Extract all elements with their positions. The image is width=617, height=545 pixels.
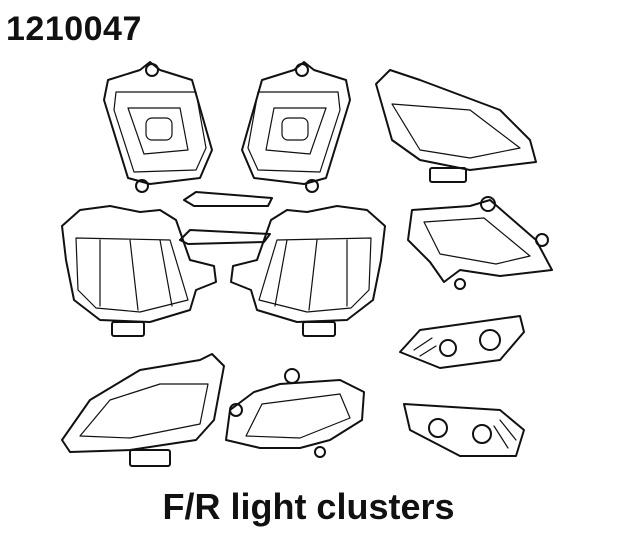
headlight-unit-upper [399, 315, 525, 369]
rear-light-right-middle [230, 205, 386, 337]
caption: F/R light clusters [162, 486, 455, 527]
headlight-unit-lower [403, 403, 525, 457]
headlight-lens-bottom-left [61, 353, 225, 467]
rear-light-left-top [103, 61, 213, 193]
headlight-lens-top-right [375, 69, 537, 183]
part-number: 1210047 [6, 10, 142, 48]
light-strips [179, 191, 273, 245]
rear-light-right-top [241, 61, 351, 193]
headlight-frame-bottom [225, 368, 365, 458]
headlight-frame-middle-right [407, 196, 553, 290]
rear-light-left-middle [61, 205, 217, 337]
